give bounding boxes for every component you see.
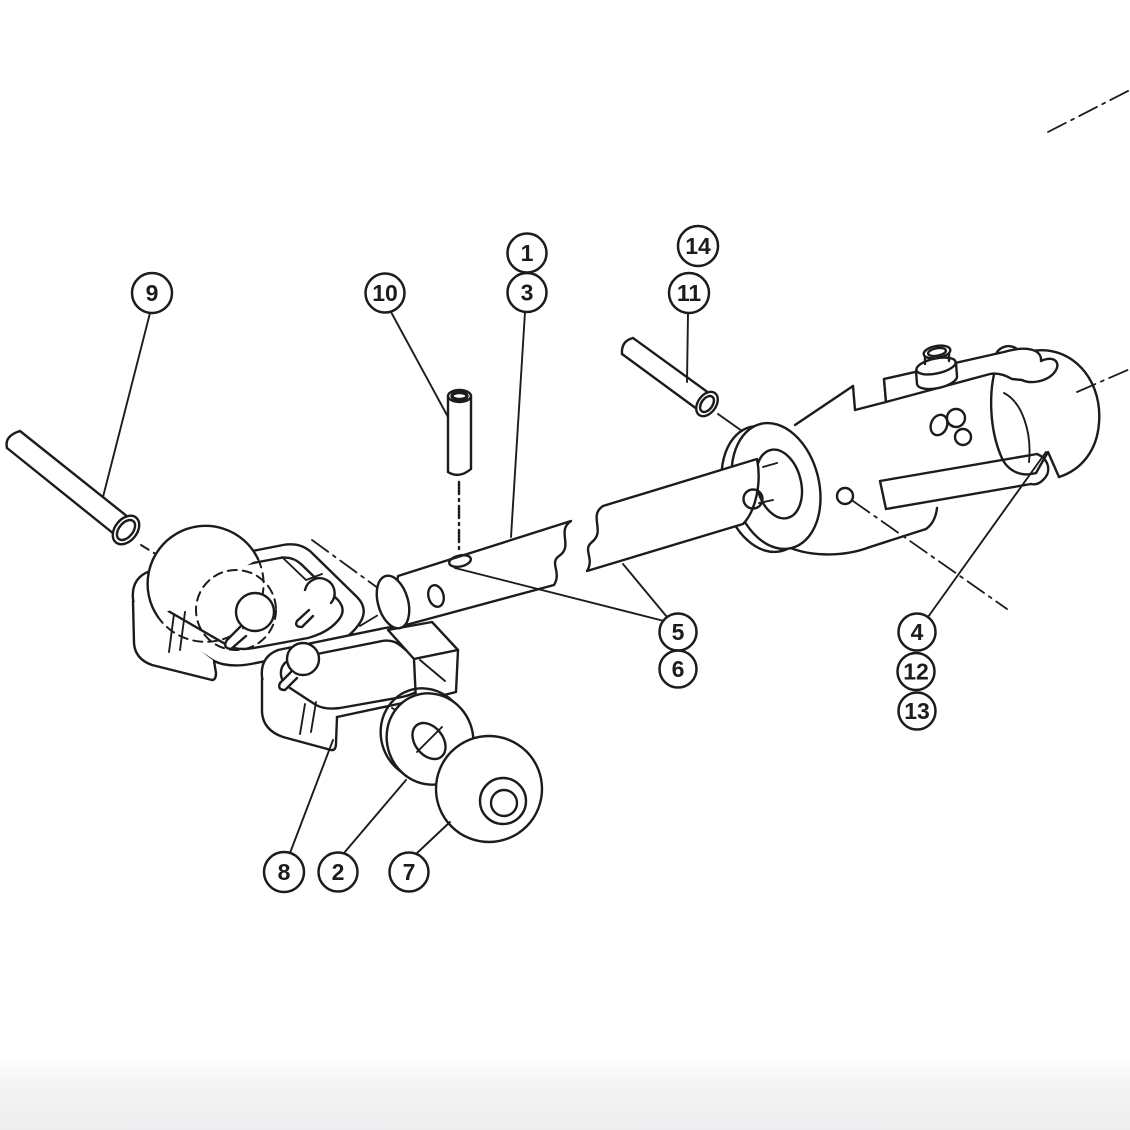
long-tube xyxy=(585,457,778,573)
balloon-4-label: 4 xyxy=(911,619,924,645)
balloon-1-label: 1 xyxy=(521,240,534,266)
short-tube xyxy=(375,519,573,631)
leader-1-3 xyxy=(510,311,526,538)
nut-top-face xyxy=(926,346,948,358)
balloon-8-label: 8 xyxy=(278,859,291,885)
footer-shadow-band xyxy=(0,1061,1130,1130)
leader-5b xyxy=(622,563,668,618)
long-tube-hole xyxy=(742,488,764,510)
balloon-9: 9 xyxy=(130,271,174,315)
leader-5a xyxy=(454,567,665,622)
balloon-12: 12 xyxy=(896,651,936,692)
balloon-4: 4 xyxy=(897,612,937,652)
balloon-7-label: 7 xyxy=(403,859,416,885)
balloon-13: 13 xyxy=(897,691,937,731)
axis-line-endcap xyxy=(1076,368,1130,393)
leader-2 xyxy=(343,779,407,854)
axis-line-top-right xyxy=(1047,89,1130,133)
balloon-13-label: 13 xyxy=(904,698,930,724)
body-pin-hole xyxy=(835,486,855,506)
balloon-5-label: 5 xyxy=(672,619,685,645)
balloon-6: 6 xyxy=(658,649,698,689)
tube-side-hole xyxy=(427,583,445,609)
balloon-2: 2 xyxy=(317,851,359,893)
balloon-5: 5 xyxy=(658,612,698,652)
tube-top-hole xyxy=(447,553,473,569)
upper-clamp-slot-bumps xyxy=(224,577,336,651)
balloon-1: 1 xyxy=(506,232,548,274)
pin-part-10 xyxy=(446,388,473,477)
socket-end-cap xyxy=(989,344,1130,479)
balloon-6-label: 6 xyxy=(672,656,685,682)
balloon-9-label: 9 xyxy=(146,280,159,306)
balloon-3-label: 3 xyxy=(521,280,534,306)
axis-line-body-hole xyxy=(852,500,1008,610)
clevis-strap xyxy=(878,347,1059,511)
balloon-14-label: 14 xyxy=(685,233,711,259)
leader-8 xyxy=(289,739,334,854)
cotter-pin xyxy=(929,407,973,447)
leader-2-through-hole xyxy=(416,726,443,753)
axis-line-rod9 xyxy=(140,544,168,562)
leader-10 xyxy=(390,311,449,418)
collar-ring xyxy=(720,421,822,554)
balloon-2-label: 2 xyxy=(332,859,345,885)
balloon-11-label: 11 xyxy=(677,280,702,306)
callouts: 1 3 9 10 14 11 5 6 xyxy=(102,224,1047,894)
rod-part-9 xyxy=(5,429,141,546)
balloon-14: 14 xyxy=(676,224,720,268)
lock-nut xyxy=(914,344,959,391)
ball-stud xyxy=(146,524,277,651)
leader-4 xyxy=(927,451,1047,618)
leader-14-11 xyxy=(686,312,689,383)
balloon-10-label: 10 xyxy=(372,280,398,306)
leader-9 xyxy=(102,312,151,498)
balloon-10: 10 xyxy=(364,272,406,314)
balloon-7: 7 xyxy=(388,851,430,893)
balloon-8: 8 xyxy=(262,850,306,894)
rod-part-11 xyxy=(620,336,743,432)
balloon-3: 3 xyxy=(506,271,548,314)
balloon-12-label: 12 xyxy=(903,659,929,685)
knob-part-7 xyxy=(434,734,544,844)
balloon-11: 11 xyxy=(667,271,711,315)
leader-7 xyxy=(415,821,451,855)
